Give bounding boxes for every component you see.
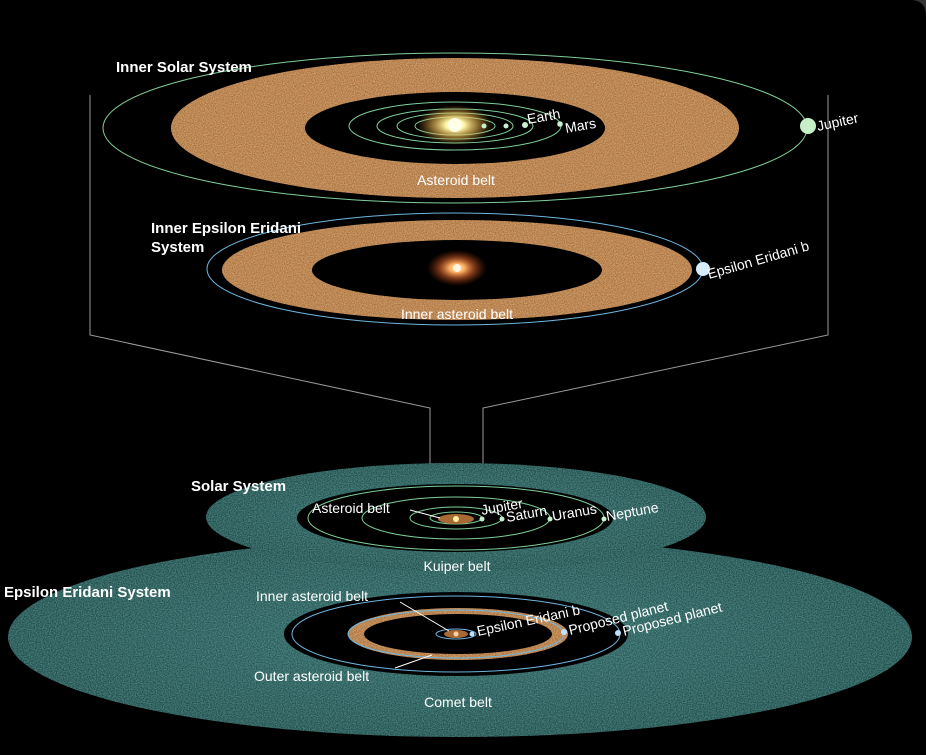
connector-lines [89, 95, 829, 518]
eridani-pointer-lines [394, 601, 450, 669]
sun [448, 118, 462, 132]
earth-label: Earth [526, 105, 562, 127]
solar-jupiter-label: Jupiter [480, 495, 524, 518]
planet-eridani-b [696, 262, 710, 276]
asteroid-belt-pointer [409, 509, 441, 519]
proposed-planet-2 [615, 630, 621, 636]
eridani-b-small [469, 631, 475, 637]
solar-system-panel: Solar System Asteroid belt Jupiter Satur… [191, 463, 706, 574]
kuiper-belt-label: Kuiper belt [424, 558, 491, 574]
uranus-label: Uranus [551, 500, 598, 524]
proposed-planet-1 [561, 629, 567, 635]
inner-solar-system-panel: Inner Solar System Earth Mars Jupiter As… [102, 52, 860, 204]
mars-label: Mars [564, 115, 597, 136]
inner-asteroid-belt-label: Inner asteroid belt [401, 306, 513, 322]
solar-system-title: Solar System [191, 478, 286, 495]
eridani-star [453, 264, 461, 272]
planet-jupiter [800, 118, 816, 134]
solar-asteroid-belt-label: Asteroid belt [312, 500, 390, 516]
outer-asteroid-belt-label: Outer asteroid belt [254, 668, 369, 684]
planet-mercury-ring [503, 123, 509, 129]
inner-asteroid-belt-small-label: Inner asteroid belt [256, 588, 368, 604]
inner-solar-title: Inner Solar System [116, 59, 252, 76]
eridani-star-small [453, 631, 459, 637]
inner-eridani-title-line2: System [151, 239, 204, 256]
planet-mars [557, 121, 563, 127]
comet-belt-label: Comet belt [424, 694, 492, 710]
neptune-small [601, 516, 607, 522]
corner-decoration [910, 0, 926, 16]
planet-earth [522, 122, 528, 128]
inner-eridani-title-line1: Inner Epsilon Eridani [151, 220, 301, 237]
saturn-label: Saturn [505, 502, 548, 525]
inner-eridani-panel: Inner Epsilon Eridani System Epsilon Eri… [151, 212, 811, 326]
eridani-system-title: Epsilon Eridani System [4, 584, 171, 601]
uranus-small [547, 516, 553, 522]
eridani-system-panel: Epsilon Eridani System Inner asteroid be… [4, 537, 912, 737]
jupiter-small [479, 516, 485, 522]
sun-small [453, 516, 459, 522]
planet-venus [481, 123, 487, 129]
asteroid-belt-label: Asteroid belt [417, 172, 495, 188]
saturn-small [499, 516, 505, 522]
